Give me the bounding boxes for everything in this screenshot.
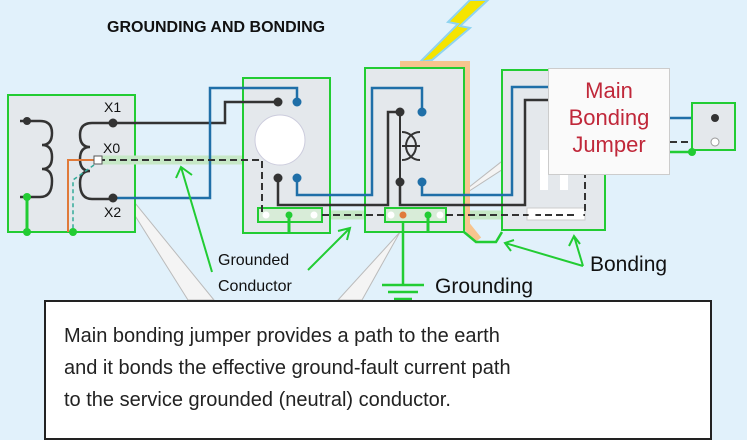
bar-terminal	[387, 211, 395, 219]
main-bonding-jumper-label: Main Bonding Jumper	[548, 68, 670, 175]
transformer-grounding-wire	[67, 159, 98, 232]
hot-wire-blue	[113, 85, 715, 200]
terminal-dot	[417, 177, 427, 187]
terminal-dot	[23, 193, 31, 201]
mbj-line: Jumper	[572, 132, 646, 157]
bar-terminal	[262, 211, 270, 219]
meter-dial	[254, 114, 306, 166]
bar-terminal	[399, 211, 407, 219]
callout-arrows	[175, 165, 584, 273]
transformer-bonding-wire	[72, 164, 95, 232]
lightning-bolt-icon	[417, 0, 490, 64]
arrow-icon	[568, 234, 584, 267]
label-x1: X1	[104, 99, 122, 115]
x0-terminal	[93, 155, 103, 165]
arrow-icon	[175, 165, 213, 273]
mbj-line: Main	[585, 78, 633, 103]
label-line: Conductor	[218, 278, 292, 295]
arrow-icon	[307, 226, 352, 271]
terminal-dot	[108, 193, 118, 203]
terminal-dot	[395, 107, 405, 117]
callout-pointer	[336, 231, 401, 301]
terminal-dot	[69, 228, 77, 236]
explanation-box: Main bonding jumper provides a path to t…	[44, 300, 712, 440]
bonding-label: Bonding	[590, 253, 668, 276]
grounding-label: Grounding	[435, 275, 534, 298]
bar-terminal	[436, 211, 444, 219]
label-line: Grounded	[218, 252, 290, 269]
grounded-conductor-label: Grounded Conductor	[218, 248, 292, 300]
switch-contacts	[401, 131, 421, 161]
primary-coil	[20, 119, 54, 199]
terminal-dot	[417, 107, 427, 117]
terminal-dot	[710, 137, 720, 147]
terminal-dot	[688, 148, 696, 156]
grounding-highlight-outline	[400, 61, 482, 243]
terminal-dot	[292, 173, 302, 183]
note-line: to the service grounded (neutral) conduc…	[64, 389, 451, 411]
mbj-line: Bonding	[568, 105, 650, 130]
note-line: and it bonds the effective ground-fault …	[64, 357, 511, 379]
terminal-dot	[395, 177, 405, 187]
terminal-dot	[273, 173, 283, 183]
bar-terminal	[576, 211, 584, 219]
panel-breaker	[540, 150, 548, 190]
bonding-line	[463, 231, 504, 244]
terminal-dot	[108, 118, 118, 128]
terminal-dot	[292, 97, 302, 107]
diagram-title: GROUNDING AND BONDING	[107, 19, 326, 36]
arrow-icon	[503, 239, 584, 267]
terminal-dot	[711, 114, 719, 122]
note-line: Main bonding jumper provides a path to t…	[64, 325, 500, 347]
terminal-dot	[23, 228, 31, 236]
terminal-dot	[23, 117, 31, 125]
bar-terminal	[310, 211, 318, 219]
label-x2: X2	[104, 204, 122, 220]
hot-wire-black	[113, 98, 548, 207]
ground-symbol-icon	[382, 283, 424, 301]
label-x0: X0	[103, 140, 121, 156]
terminal-dot	[273, 97, 283, 107]
bar-terminal	[528, 211, 536, 219]
